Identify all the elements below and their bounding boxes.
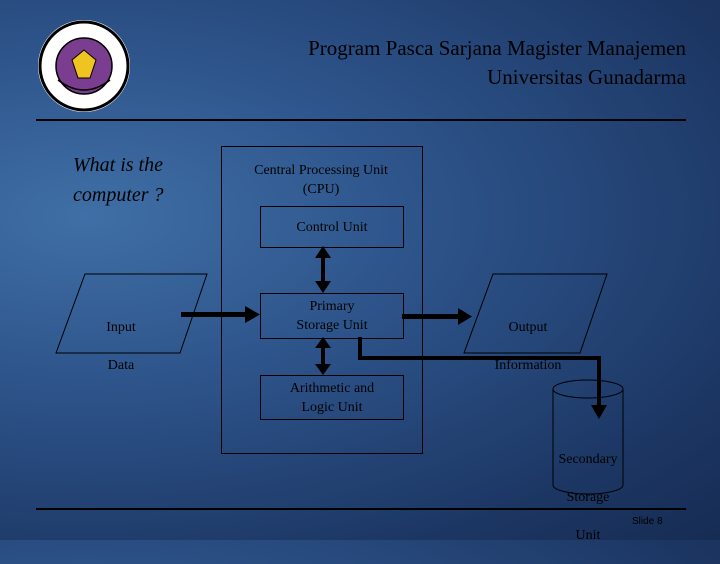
output-information-label: Output Information bbox=[467, 299, 589, 394]
cpu-label-line1: Central Processing Unit bbox=[254, 163, 388, 178]
bottom-divider bbox=[36, 508, 686, 510]
primary-storage-line1: Primary bbox=[309, 299, 355, 314]
secondary-storage-cylinder bbox=[552, 379, 624, 495]
alu-line1: Arithmetic and bbox=[289, 380, 375, 396]
primary-storage-box: Primary Storage Unit bbox=[260, 293, 404, 339]
storage-line3: Unit bbox=[575, 528, 601, 543]
storage-line2: Storage bbox=[566, 490, 610, 505]
output-line1: Output bbox=[508, 320, 548, 335]
input-to-primary-arrow bbox=[181, 306, 260, 323]
input-data-shape bbox=[55, 273, 208, 354]
control-unit-label: Control Unit bbox=[296, 219, 368, 235]
question-line2: computer ? bbox=[73, 184, 164, 206]
cpu-box bbox=[221, 146, 423, 454]
question-line1: What is the bbox=[73, 154, 163, 176]
primary-to-output-arrow bbox=[402, 308, 472, 325]
output-line2: Information bbox=[494, 358, 562, 373]
slide-number: Slide 8 bbox=[632, 516, 663, 527]
cu-primary-double-arrow bbox=[315, 246, 331, 293]
university-seal-icon bbox=[38, 20, 130, 112]
header-title-line1: Program Pasca Sarjana Magister Manajemen bbox=[308, 36, 686, 60]
primary-storage-line2: Storage Unit bbox=[296, 318, 368, 333]
output-information-shape bbox=[463, 273, 608, 354]
diagram-shapes bbox=[55, 246, 624, 495]
seal-graphic bbox=[38, 20, 130, 112]
input-data-label: Input Data bbox=[60, 299, 182, 394]
control-unit-box: Control Unit bbox=[260, 206, 404, 248]
alu-line2: Logic Unit bbox=[301, 399, 363, 415]
cpu-label: Central Processing Unit (CPU) bbox=[221, 161, 421, 199]
input-line2: Data bbox=[107, 358, 135, 373]
alu-box: Arithmetic and Logic Unit bbox=[260, 375, 404, 420]
secondary-storage-label: Secondary Storage Unit bbox=[548, 431, 628, 564]
top-divider bbox=[36, 119, 686, 121]
input-line1: Input bbox=[106, 320, 136, 335]
storage-line1: Secondary bbox=[558, 452, 618, 467]
cpu-label-line2: (CPU) bbox=[302, 182, 340, 197]
primary-alu-double-arrow bbox=[315, 337, 331, 375]
question-heading: What is the computer ? bbox=[73, 150, 164, 210]
primary-to-secondary-arrow bbox=[358, 337, 607, 419]
header-title-line2: Universitas Gunadarma bbox=[487, 65, 686, 89]
